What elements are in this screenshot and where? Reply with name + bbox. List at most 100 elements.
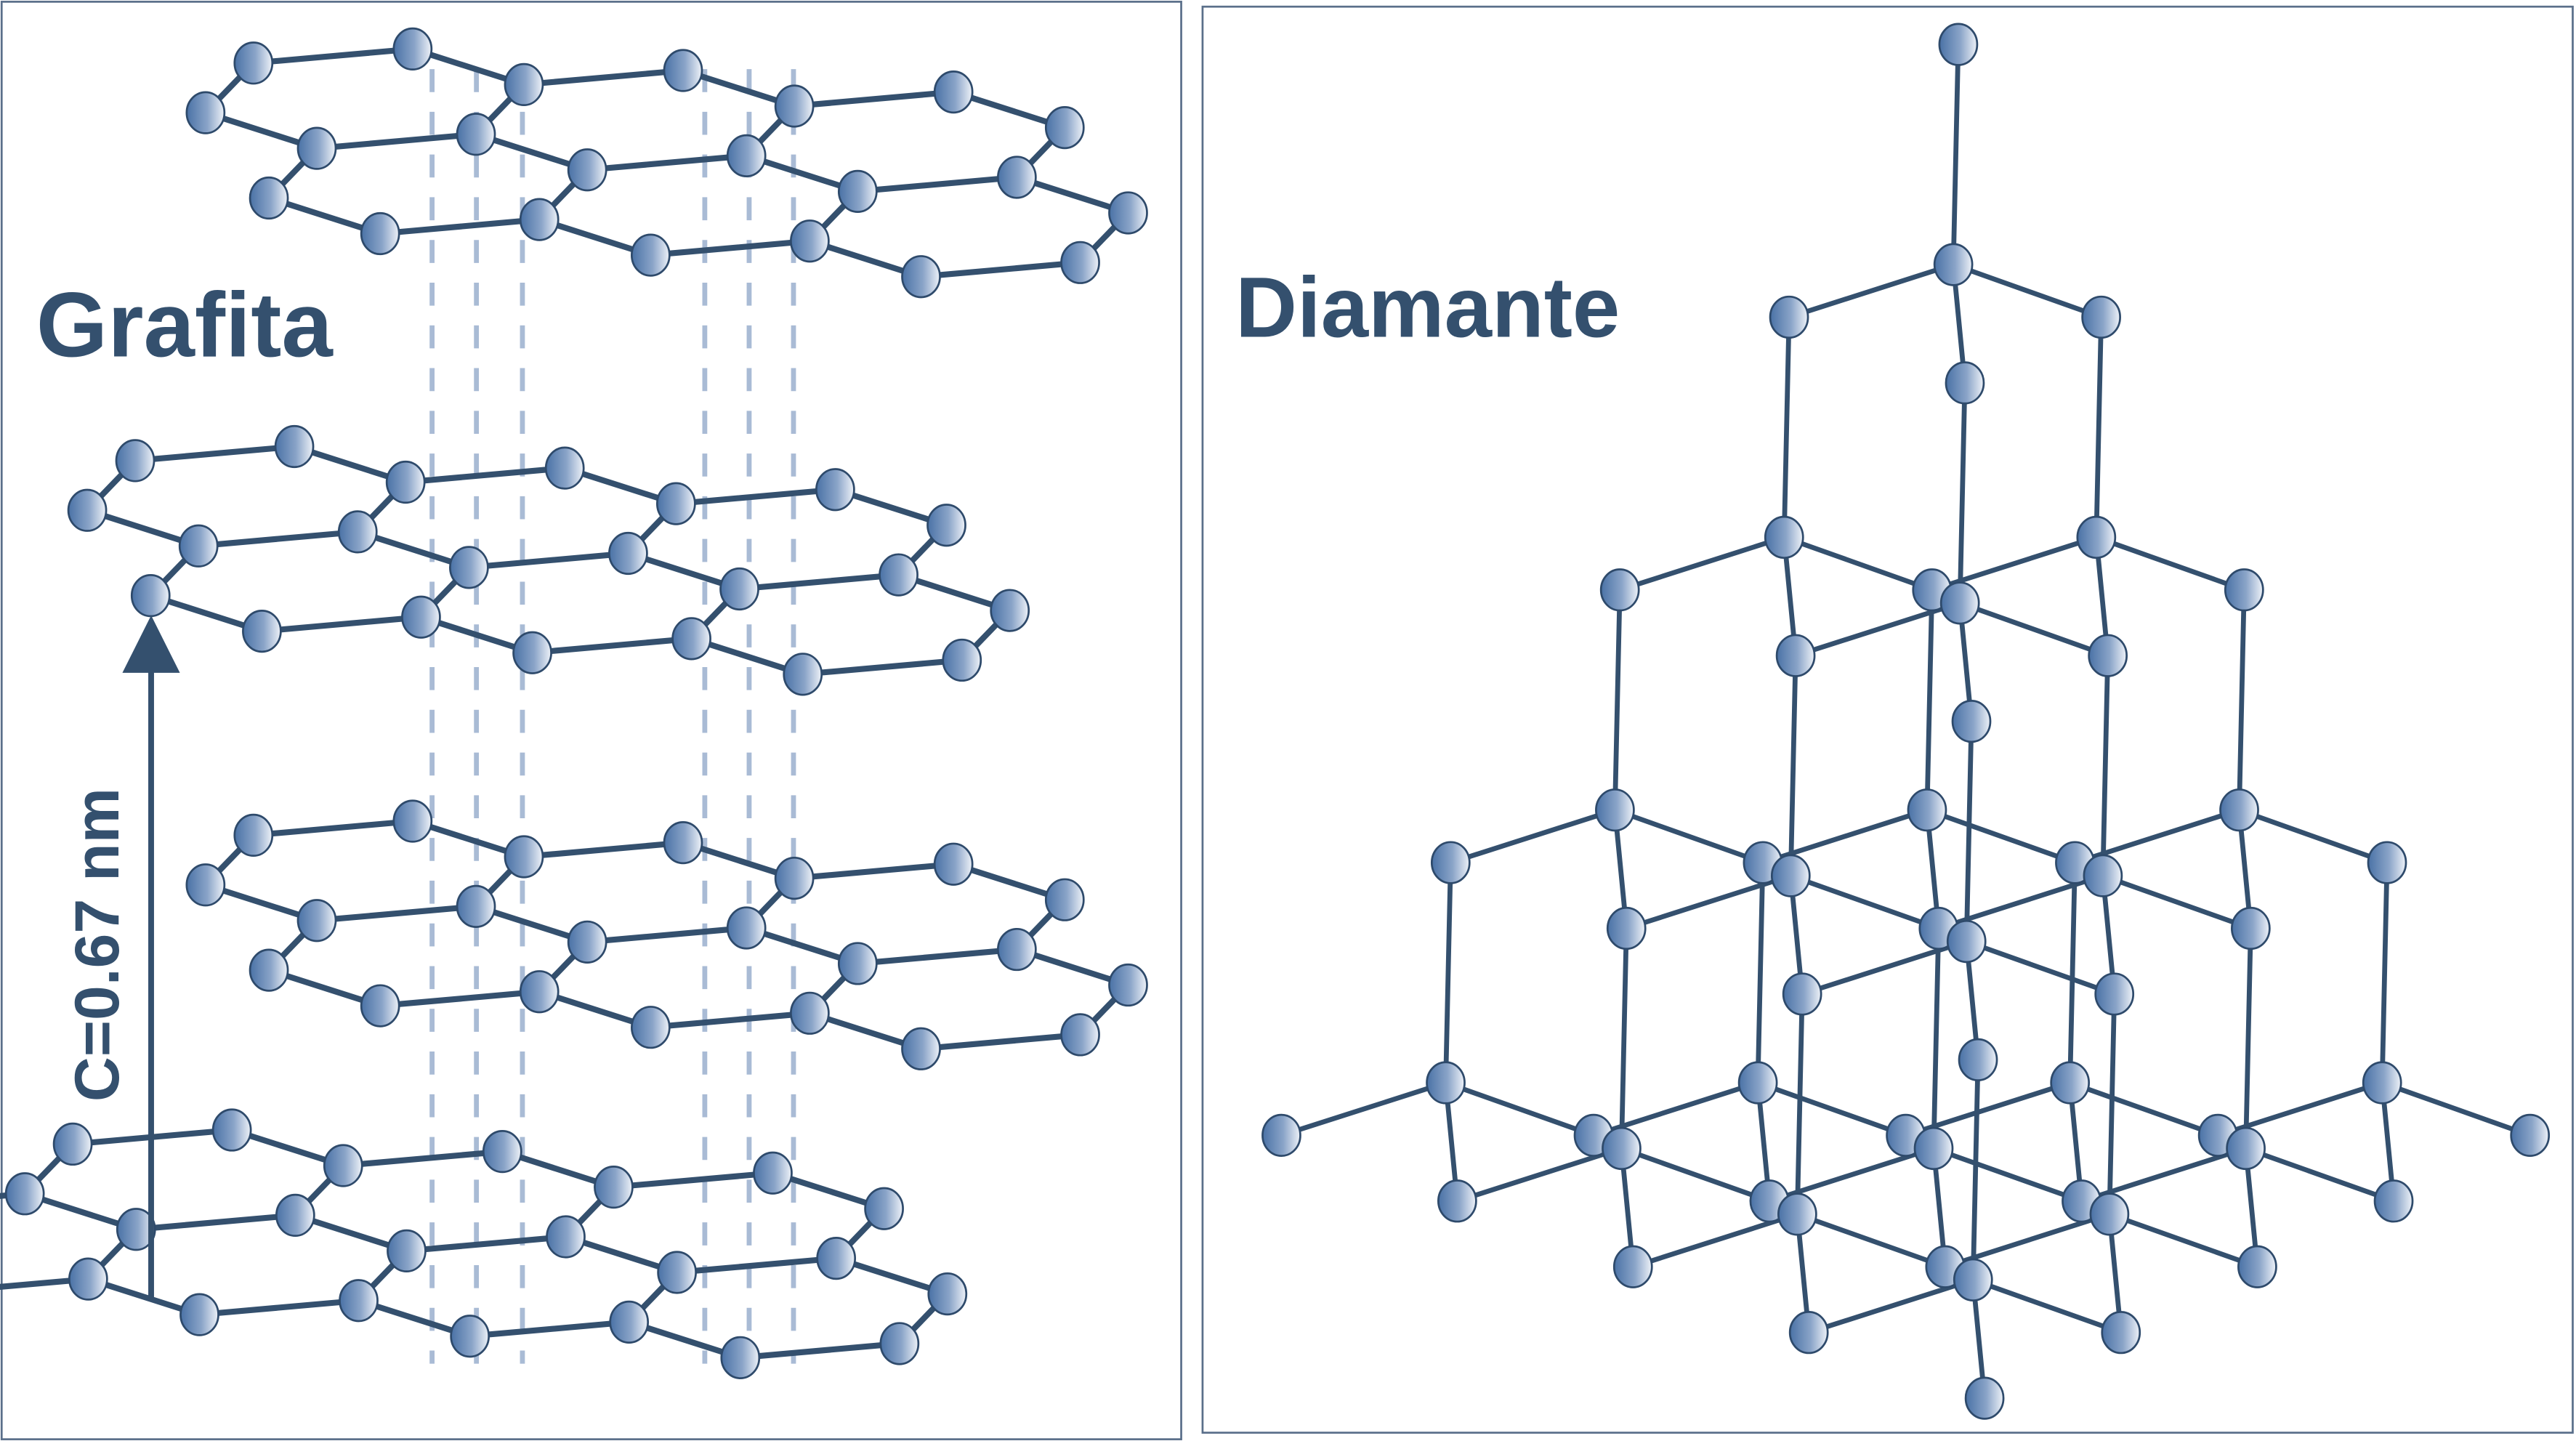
carbon-atom bbox=[671, 617, 711, 661]
carbon-bond bbox=[1617, 535, 1787, 593]
carbon-bond bbox=[791, 861, 957, 881]
carbon-atom bbox=[608, 531, 648, 576]
carbon-atom bbox=[337, 510, 378, 554]
carbon-bond bbox=[2237, 587, 2247, 813]
carbon-atom bbox=[2237, 1245, 2277, 1288]
carbon-bond bbox=[1957, 600, 2111, 658]
carbon-atom bbox=[879, 553, 918, 597]
carbon-bond bbox=[1755, 1080, 1908, 1138]
carbon-bond bbox=[584, 924, 750, 945]
carbon-atom bbox=[1953, 1258, 1993, 1301]
diamond-frame bbox=[1201, 5, 2574, 1434]
carbon-atom bbox=[211, 1108, 252, 1152]
diamond-panel: Diamante bbox=[1201, 5, 2574, 1434]
carbon-atom bbox=[655, 482, 696, 525]
carbon-atom bbox=[4, 1172, 45, 1216]
carbon-bond bbox=[2079, 1146, 2248, 1204]
graphite-panel: Grafita C=0.67 nm bbox=[0, 1, 1182, 1440]
carbon-atom bbox=[609, 1300, 650, 1344]
carbon-atom bbox=[1777, 1192, 1817, 1236]
carbon-atom bbox=[774, 84, 815, 128]
carbon-bond bbox=[1794, 1211, 1948, 1270]
diamond-title: Diamante bbox=[1235, 260, 1620, 355]
carbon-atom bbox=[783, 653, 823, 696]
carbon-bond bbox=[674, 1255, 839, 1276]
carbon-bond bbox=[1786, 262, 1956, 320]
carbon-bond bbox=[1950, 41, 1961, 267]
carbon-bond bbox=[1970, 1277, 2124, 1336]
graphite-title: Grafita bbox=[36, 273, 334, 376]
carbon-atom bbox=[663, 820, 703, 865]
carbon-atom bbox=[249, 176, 289, 220]
carbon-atom bbox=[1044, 878, 1085, 921]
carbon-bond bbox=[520, 839, 687, 860]
carbon-bond bbox=[1612, 587, 1623, 813]
carbon-atom bbox=[339, 1279, 379, 1323]
carbon-bond bbox=[799, 657, 965, 677]
carbon-bond bbox=[2107, 1211, 2260, 1270]
carbon-atom bbox=[1108, 191, 1148, 235]
carbon-bond bbox=[467, 1319, 632, 1339]
carbon-bond bbox=[1612, 807, 1766, 865]
carbon-atom bbox=[1951, 700, 1992, 743]
carbon-bond bbox=[737, 1340, 903, 1361]
carbon-atom bbox=[567, 148, 607, 192]
carbon-atom bbox=[790, 991, 830, 1035]
carbon-atom bbox=[1939, 581, 1980, 625]
carbon-atom bbox=[997, 156, 1037, 199]
carbon-bond bbox=[1781, 535, 1935, 593]
carbon-bond bbox=[2067, 860, 2078, 1086]
carbon-atom bbox=[1108, 963, 1148, 1007]
carbon-atom bbox=[185, 91, 226, 134]
carbon-atom bbox=[1595, 788, 1635, 832]
carbon-atom bbox=[2101, 1311, 2141, 1355]
carbon-atom bbox=[1437, 1179, 1477, 1223]
carbon-bond bbox=[918, 1031, 1083, 1052]
carbon-bond bbox=[196, 1297, 362, 1318]
carbon-atom bbox=[663, 49, 703, 92]
diamond-lattice bbox=[1261, 23, 2551, 1420]
carbon-bond bbox=[259, 614, 424, 634]
carbon-bond bbox=[610, 1170, 776, 1190]
carbon-atom bbox=[546, 1215, 586, 1259]
carbon-atom bbox=[837, 942, 878, 985]
carbon-atom bbox=[726, 134, 767, 177]
carbon-atom bbox=[1764, 515, 1804, 560]
carbon-atom bbox=[2219, 788, 2259, 832]
carbon-atom bbox=[879, 1322, 920, 1365]
carbon-atom bbox=[360, 984, 400, 1028]
carbon-bond bbox=[1924, 807, 2078, 865]
carbon-bond bbox=[2243, 926, 2253, 1151]
carbon-atom bbox=[1060, 1013, 1100, 1057]
interlayer-alignment-lines bbox=[429, 69, 796, 1364]
carbon-atom bbox=[927, 1272, 968, 1316]
carbon-atom bbox=[926, 504, 966, 547]
carbon-atom bbox=[392, 27, 433, 71]
carbon-atom bbox=[726, 906, 767, 950]
carbon-atom bbox=[2226, 1126, 2266, 1171]
carbon-atom bbox=[68, 1257, 108, 1301]
carbon-atom bbox=[449, 546, 489, 589]
carbon-atom bbox=[864, 1187, 904, 1230]
carbon-atom bbox=[116, 1208, 156, 1251]
carbon-atom bbox=[720, 1336, 761, 1379]
carbon-atom bbox=[296, 899, 337, 942]
carbon-bond bbox=[1942, 1211, 2112, 1270]
carbon-bond bbox=[1970, 1057, 1981, 1283]
carbon-atom bbox=[1770, 854, 1811, 897]
carbon-atom bbox=[2510, 1113, 2551, 1157]
carbon-atom bbox=[774, 856, 815, 900]
carbon-bond bbox=[133, 1212, 299, 1232]
carbon-bond bbox=[855, 946, 1020, 967]
carbon-atom bbox=[1946, 919, 1987, 964]
carbon-atom bbox=[1606, 906, 1647, 950]
carbon-atom bbox=[1958, 1038, 1998, 1081]
carbon-bond bbox=[2100, 653, 2111, 879]
carbon-bond bbox=[1619, 1146, 1772, 1204]
carbon-bond bbox=[195, 528, 361, 549]
carbon-bond bbox=[2379, 1080, 2533, 1138]
carbon-atom bbox=[2094, 972, 2135, 1016]
carbon-atom bbox=[1060, 241, 1100, 284]
carbon-bond bbox=[466, 550, 631, 570]
